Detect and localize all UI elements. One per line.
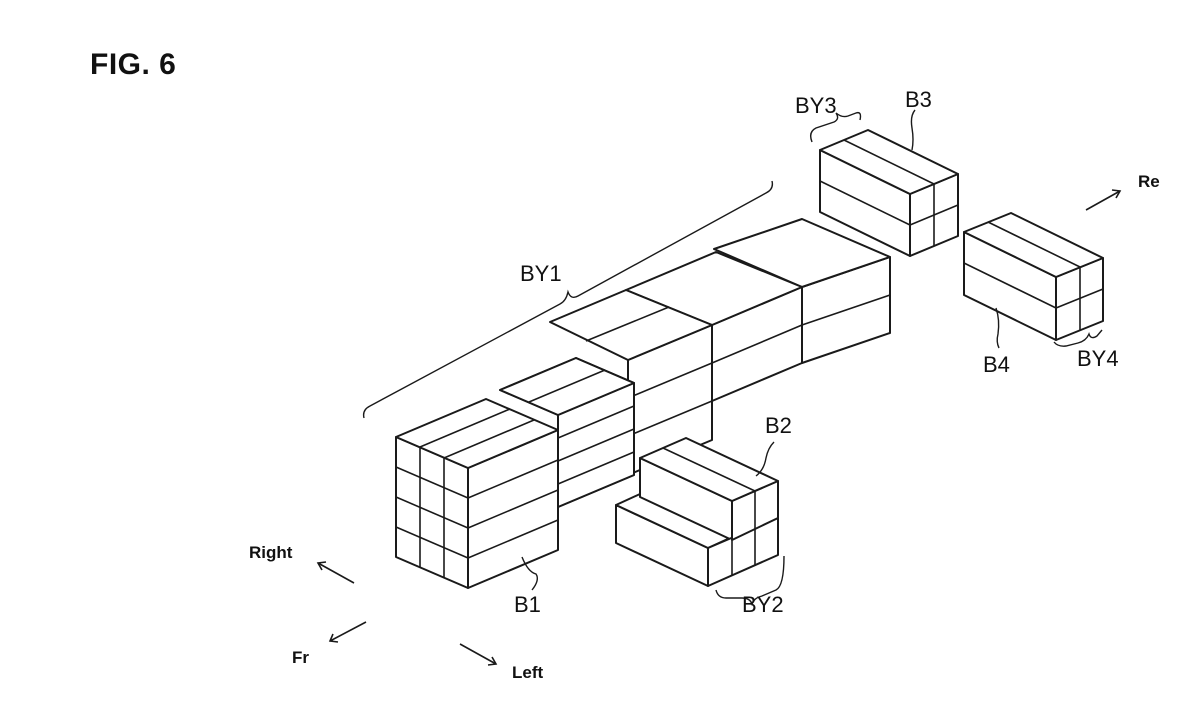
stack-section-middle bbox=[549, 251, 803, 476]
label-by4: BY4 bbox=[1077, 346, 1119, 371]
battery-block-b1 bbox=[395, 398, 559, 589]
leader-b1 bbox=[521, 556, 539, 591]
label-b1: B1 bbox=[514, 592, 541, 617]
label-by3: BY3 bbox=[795, 93, 837, 118]
battery-block-b4 bbox=[963, 212, 1104, 341]
leader-b4 bbox=[995, 307, 1000, 349]
label-by2: BY2 bbox=[742, 592, 784, 617]
stack-section-second bbox=[499, 357, 635, 508]
figure-title: FIG. 6 bbox=[90, 48, 177, 81]
battery-block-b3 bbox=[819, 129, 959, 257]
leader-b2 bbox=[755, 441, 775, 477]
bracket-by3 bbox=[809, 111, 862, 143]
label-b2: B2 bbox=[765, 413, 792, 438]
battery-block-b2 bbox=[615, 437, 779, 587]
direction-label-left: Left bbox=[512, 663, 544, 682]
direction-label-right: Right bbox=[249, 543, 293, 562]
direction-front-arrow bbox=[328, 621, 367, 643]
leader-b3 bbox=[910, 109, 916, 151]
direction-right-arrow bbox=[316, 561, 355, 584]
direction-left-arrow bbox=[459, 643, 498, 666]
label-b3: B3 bbox=[905, 87, 932, 112]
direction-rear-arrow bbox=[1085, 189, 1122, 211]
stack-section-rear bbox=[713, 218, 891, 364]
label-b4: B4 bbox=[983, 352, 1010, 377]
direction-label-rear: Re bbox=[1138, 172, 1160, 191]
label-by1: BY1 bbox=[520, 261, 562, 286]
bracket-by4 bbox=[1053, 329, 1103, 347]
bracket-by2 bbox=[715, 555, 785, 607]
direction-label-front: Fr bbox=[292, 648, 309, 667]
bracket-by1 bbox=[362, 180, 774, 419]
battery-stack-by1 bbox=[499, 218, 891, 508]
